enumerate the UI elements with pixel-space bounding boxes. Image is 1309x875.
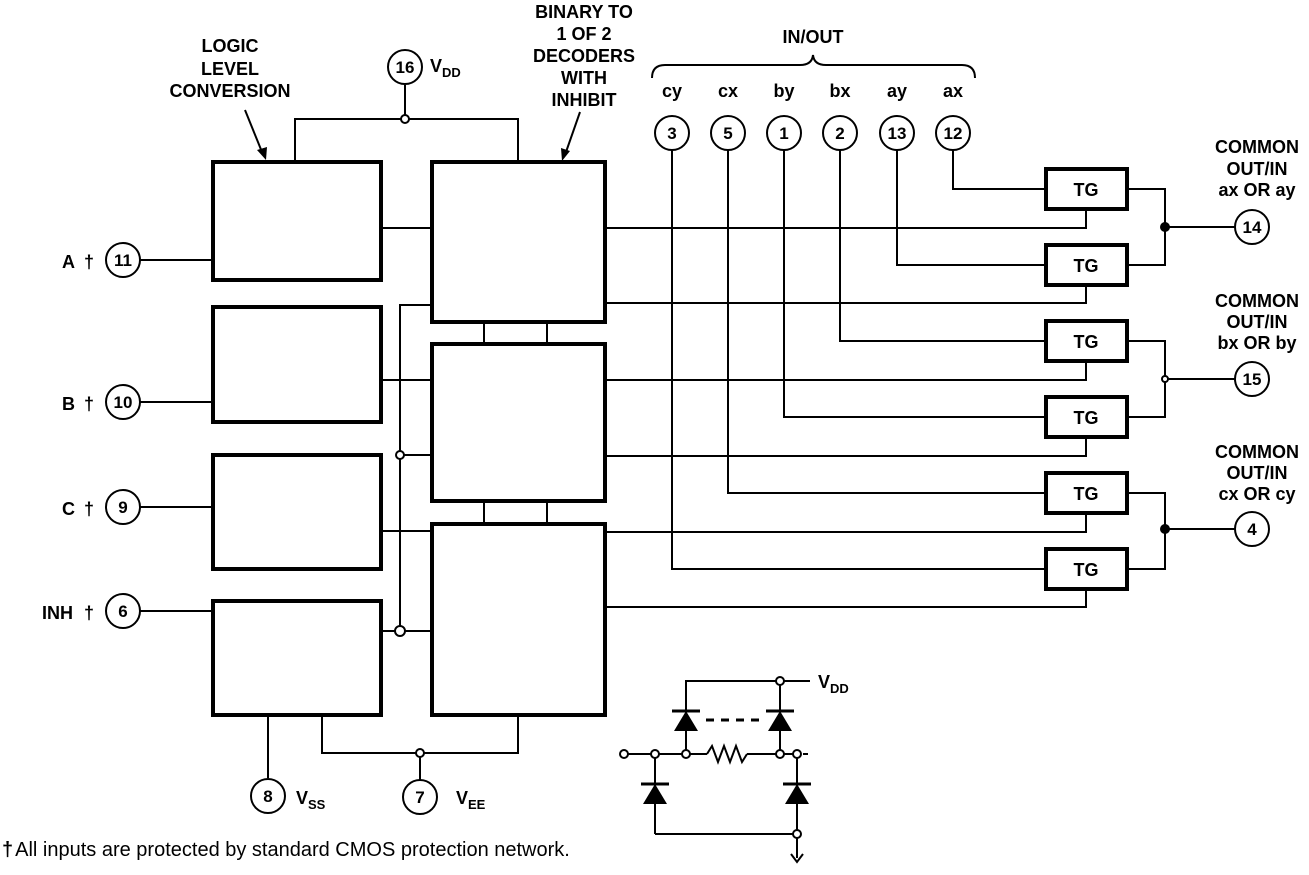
input-a: A † 11 — [62, 242, 213, 278]
decoders-line-4: WITH — [561, 68, 607, 88]
common-wires — [1127, 188, 1235, 570]
decoders-arrow — [561, 111, 581, 161]
diode-up-2 — [768, 711, 792, 731]
tg-cy-label: TG — [1074, 560, 1099, 580]
input-a-dagger: † — [84, 252, 94, 272]
pin-bx: 2 — [835, 124, 844, 143]
vee-pin-number: 7 — [415, 788, 424, 807]
pin-ax: 12 — [944, 124, 963, 143]
in-out-brace — [651, 54, 976, 79]
channel-pins: cy cx by bx ay ax 3 5 1 2 13 12 — [654, 81, 971, 151]
logic-level-block-inh — [211, 599, 383, 717]
decoders-line-3: DECODERS — [533, 46, 635, 66]
logic-level-block-c — [211, 453, 383, 571]
logic-level-line-3: CONVERSION — [169, 81, 290, 101]
input-b-dagger: † — [84, 394, 94, 414]
control-wires — [605, 209, 1087, 608]
input-inh-label: INH — [42, 603, 73, 623]
logic-level-block-a — [211, 160, 383, 282]
common-3-line-2: OUT/IN — [1227, 463, 1288, 483]
pin-by: 1 — [779, 124, 788, 143]
vss-pin: 8 VSS — [250, 715, 326, 814]
resistor — [706, 743, 748, 765]
channel-label-cx: cx — [718, 81, 738, 101]
protection-vdd-label: VDD — [818, 672, 849, 696]
logic-level-line-2: LEVEL — [201, 59, 259, 79]
channel-label-bx: bx — [829, 81, 850, 101]
decoders-label: BINARY TO 1 OF 2 DECODERS WITH INHIBIT — [533, 2, 635, 110]
diode-up-1 — [674, 711, 698, 731]
pin-cx: 5 — [723, 124, 732, 143]
input-a-pin: 11 — [114, 251, 132, 270]
in-out-label: IN/OUT — [651, 27, 976, 79]
vdd-pin-number: 16 — [396, 58, 415, 77]
tg-bx-label: TG — [1074, 332, 1099, 352]
logic-level-block-b — [211, 305, 383, 424]
input-c-pin: 9 — [118, 498, 127, 517]
common-bx-by: COMMON OUT/IN bx OR by 15 — [1215, 291, 1299, 397]
common-1-line-1: COMMON — [1215, 137, 1299, 157]
logic-level-label: LOGIC LEVEL CONVERSION — [169, 36, 290, 101]
vdd-pin: 16 VDD — [387, 49, 461, 119]
protection-network: VDD — [619, 672, 849, 864]
decoder-block-c — [430, 522, 607, 717]
vee-label: VEE — [456, 788, 486, 812]
decoder-block-b — [430, 342, 607, 503]
common-2-line-1: COMMON — [1215, 291, 1299, 311]
channel-label-cy: cy — [662, 81, 682, 101]
logic-to-decoder-wires — [381, 227, 432, 637]
vss-label: VSS — [296, 788, 326, 812]
decoders-line-5: INHIBIT — [552, 90, 617, 110]
in-out-text: IN/OUT — [783, 27, 844, 47]
channel-label-by: by — [773, 81, 794, 101]
vdd-node — [400, 114, 410, 124]
input-c-label: C — [62, 499, 75, 519]
common-1-line-3: ax OR ay — [1218, 180, 1295, 200]
common-cx-cy: COMMON OUT/IN cx OR cy 4 — [1215, 442, 1299, 547]
input-b-label: B — [62, 394, 75, 414]
vdd-label: VDD — [430, 56, 461, 80]
diode-down-2 — [785, 784, 809, 804]
input-inh-pin: 6 — [118, 602, 127, 621]
decoders-line-1: BINARY TO — [535, 2, 633, 22]
input-inh-dagger: † — [84, 603, 94, 623]
channel-label-ax: ax — [943, 81, 963, 101]
logic-level-arrow — [244, 109, 267, 160]
tg-cx — [1044, 471, 1129, 515]
common-1-line-2: OUT/IN — [1227, 159, 1288, 179]
common-3-pin: 4 — [1247, 520, 1257, 539]
vee-pin: 7 VEE — [321, 715, 519, 815]
common-1-pin: 14 — [1243, 218, 1262, 237]
footnote: †All inputs are protected by standard CM… — [2, 839, 570, 861]
decoder-links — [483, 322, 548, 524]
logic-level-line-1: LOGIC — [202, 36, 259, 56]
tg-ax-label: TG — [1074, 180, 1099, 200]
input-inh: INH † 6 — [42, 593, 213, 629]
common-ax-ay: COMMON OUT/IN ax OR ay 14 — [1215, 137, 1299, 245]
common-2-line-3: bx OR by — [1217, 333, 1296, 353]
input-b: B † 10 — [62, 384, 213, 420]
tg-cx-label: TG — [1074, 484, 1099, 504]
input-c-dagger: † — [84, 499, 94, 519]
channel-wires — [671, 150, 1046, 570]
pin-ay: 13 — [888, 124, 907, 143]
common-2-pin: 15 — [1243, 370, 1262, 389]
decoder-block-a — [430, 160, 607, 324]
vss-pin-number: 8 — [263, 787, 272, 806]
input-c: C † 9 — [62, 489, 213, 525]
vdd-bus — [294, 118, 519, 160]
diode-down-1 — [643, 784, 667, 804]
pin-cy: 3 — [667, 124, 676, 143]
channel-label-ay: ay — [887, 81, 907, 101]
decoders-line-2: 1 OF 2 — [556, 24, 611, 44]
input-b-pin: 10 — [114, 393, 133, 412]
common-3-line-1: COMMON — [1215, 442, 1299, 462]
tg-by-label: TG — [1074, 408, 1099, 428]
common-2-line-2: OUT/IN — [1227, 312, 1288, 332]
input-a-label: A — [62, 252, 75, 272]
tg-by — [1044, 395, 1129, 439]
common-3-line-3: cx OR cy — [1218, 484, 1295, 504]
tg-ay-label: TG — [1074, 256, 1099, 276]
